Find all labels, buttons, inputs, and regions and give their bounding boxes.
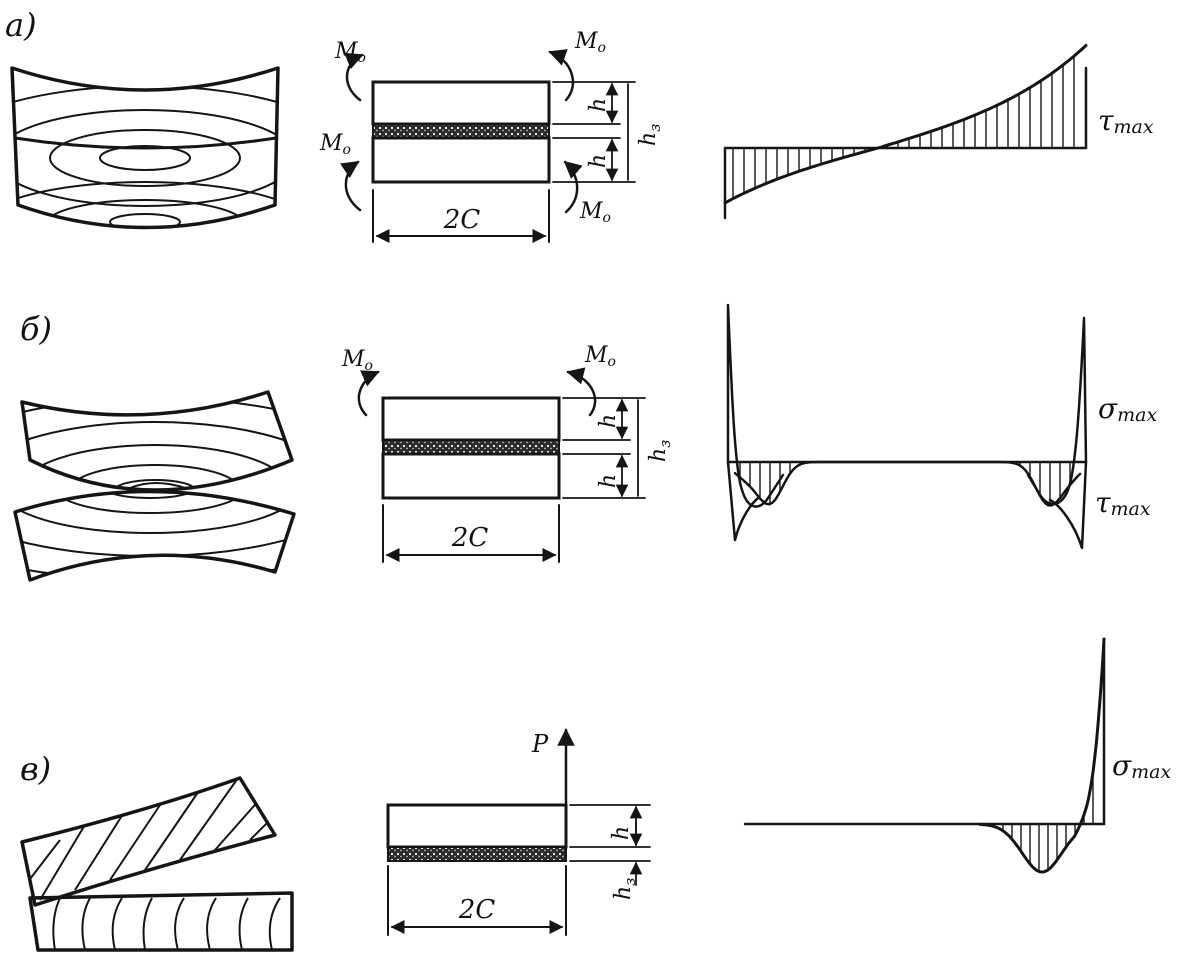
panel-a-moment-arrow bbox=[340, 160, 362, 212]
panel-c-h-top-label: h bbox=[609, 826, 634, 840]
panel-b-top-layer bbox=[381, 396, 561, 442]
panel-b-grain-bottom bbox=[15, 491, 294, 580]
panel-c-grain-bottom bbox=[52, 897, 281, 950]
panel-b-moment-label: Mo bbox=[341, 347, 373, 374]
panel-a-grain bbox=[12, 85, 278, 228]
panel-b-specimen bbox=[13, 390, 296, 582]
panel-c: в) bbox=[20, 637, 1171, 952]
panel-b-width-label: 2C bbox=[451, 523, 489, 553]
panel-a-hz-label: hз bbox=[636, 124, 664, 146]
panel-b-sigma-label: σmax bbox=[1098, 392, 1157, 426]
panel-c-hatching bbox=[993, 771, 1094, 872]
panel-a-h-top-label: h bbox=[586, 98, 611, 112]
panel-a-moment-arrow bbox=[344, 52, 364, 102]
panel-b-stress-curves: σmax τmax bbox=[726, 303, 1157, 550]
panel-a-moment-label: Mo bbox=[579, 199, 611, 226]
panel-c-width-label: 2C bbox=[458, 895, 496, 925]
panel-c-glue-layer bbox=[387, 846, 567, 862]
panel-b-h-bot-label: h bbox=[596, 474, 621, 488]
panel-a-moment-arrow bbox=[548, 49, 575, 102]
panel-c-label: в) bbox=[20, 750, 51, 788]
panel-b-hz-label: hз bbox=[646, 440, 674, 462]
panel-c-hz-label: hз bbox=[611, 878, 639, 900]
panel-c-top-layer bbox=[386, 803, 568, 849]
panel-b-tau-label: τmax bbox=[1095, 486, 1151, 520]
panel-b: б) bbox=[13, 303, 1157, 582]
panel-c-specimen bbox=[20, 776, 294, 952]
panel-a-width-label: 2C bbox=[443, 205, 481, 235]
panel-b-h-top-label: h bbox=[596, 414, 621, 428]
panel-a-moment-label: Mo bbox=[319, 131, 351, 158]
panel-a-glue-layer bbox=[372, 123, 550, 139]
panel-b-section: 2C h h hз Mo Mo bbox=[341, 343, 674, 563]
panel-b-label: б) bbox=[20, 310, 52, 348]
panel-c-force-label: P bbox=[531, 730, 549, 758]
panel-a-hatching bbox=[732, 56, 1075, 199]
panel-a-section: 2C h h hз Mo Mo Mo Mo bbox=[319, 29, 664, 243]
panel-a: а) 2C bbox=[5, 6, 1154, 243]
panel-b-moment-arrow bbox=[566, 367, 597, 417]
panel-a-top-layer bbox=[371, 80, 551, 126]
panel-a-moment-label: Mo bbox=[574, 29, 606, 56]
panel-a-stress-curve: τmax bbox=[723, 43, 1154, 220]
panel-b-glue-layer bbox=[382, 439, 560, 455]
panel-a-bottom-layer bbox=[371, 136, 551, 184]
panel-a-moment-arrow bbox=[563, 160, 583, 214]
panel-b-hatching bbox=[739, 462, 1071, 506]
panel-b-moment-label: Mo bbox=[584, 343, 616, 370]
panel-a-moment-label: Mo bbox=[334, 39, 366, 66]
panel-c-stress-curve: σmax bbox=[743, 637, 1171, 874]
panel-c-section: 2C h hз P bbox=[386, 728, 651, 936]
panel-c-sigma-label: σmax bbox=[1112, 749, 1171, 783]
panel-b-moment-arrow bbox=[357, 370, 380, 417]
panel-b-bottom-layer bbox=[381, 452, 561, 500]
panel-a-h-bot-label: h bbox=[586, 154, 611, 168]
panel-a-tau-label: τmax bbox=[1098, 104, 1154, 138]
panel-a-label: а) bbox=[5, 6, 37, 44]
panel-a-specimen bbox=[10, 66, 280, 230]
